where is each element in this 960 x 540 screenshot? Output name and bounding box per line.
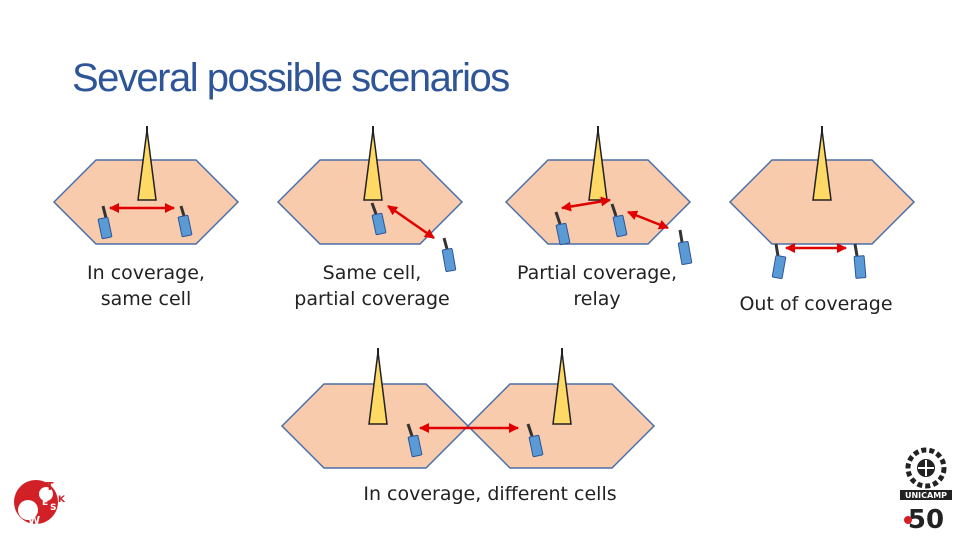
device-icon — [771, 243, 787, 280]
cell-hexagon-right — [466, 383, 656, 469]
scenario-partial-coverage-relay — [504, 126, 693, 266]
svg-text:S: S — [50, 503, 56, 513]
unicamp-50-logo-icon: UNICAMP 50 — [900, 447, 952, 535]
slide-title: Several possible scenarios — [72, 56, 510, 100]
tesw-logo-icon: T E S W K — [14, 480, 66, 527]
device-icon — [554, 211, 571, 246]
scenario-same-cell-partial-coverage — [276, 126, 464, 273]
device-icon — [610, 203, 628, 238]
base-station-tower-icon — [368, 348, 388, 425]
caption-scenario-1: In coverage, same cell — [87, 262, 205, 310]
svg-text:UNICAMP: UNICAMP — [905, 491, 947, 500]
caption-scenario-4: Out of coverage — [739, 293, 893, 315]
device-icon — [97, 205, 113, 240]
svg-text:50: 50 — [908, 505, 944, 535]
svg-text:T: T — [46, 480, 54, 493]
scenario-in-coverage-same-cell — [52, 126, 240, 245]
device-icon — [526, 423, 544, 458]
caption-scenario-2: Same cell, partial coverage — [294, 262, 450, 310]
base-station-tower-icon — [812, 126, 832, 201]
svg-text:E: E — [42, 498, 48, 508]
scenario-out-of-coverage — [728, 126, 916, 280]
svg-text:K: K — [58, 495, 66, 505]
svg-text:W: W — [28, 514, 40, 527]
device-icon — [406, 423, 423, 458]
base-station-tower-icon — [137, 126, 157, 201]
base-station-tower-icon — [363, 126, 383, 201]
device-icon — [853, 243, 867, 279]
sidelink-arrow — [561, 196, 611, 212]
caption-scenario-3: Partial coverage, relay — [517, 262, 677, 310]
scenario-in-coverage-different-cells — [280, 348, 656, 469]
device-icon — [177, 205, 193, 238]
device-icon — [677, 229, 693, 266]
base-station-tower-icon — [552, 348, 572, 425]
relay-link-arrow — [627, 210, 669, 230]
cell-hexagon — [728, 159, 916, 245]
sidelink-arrow — [387, 204, 435, 240]
device-icon — [441, 237, 457, 273]
device-icon — [370, 202, 387, 236]
caption-scenario-5: In coverage, different cells — [363, 483, 617, 505]
